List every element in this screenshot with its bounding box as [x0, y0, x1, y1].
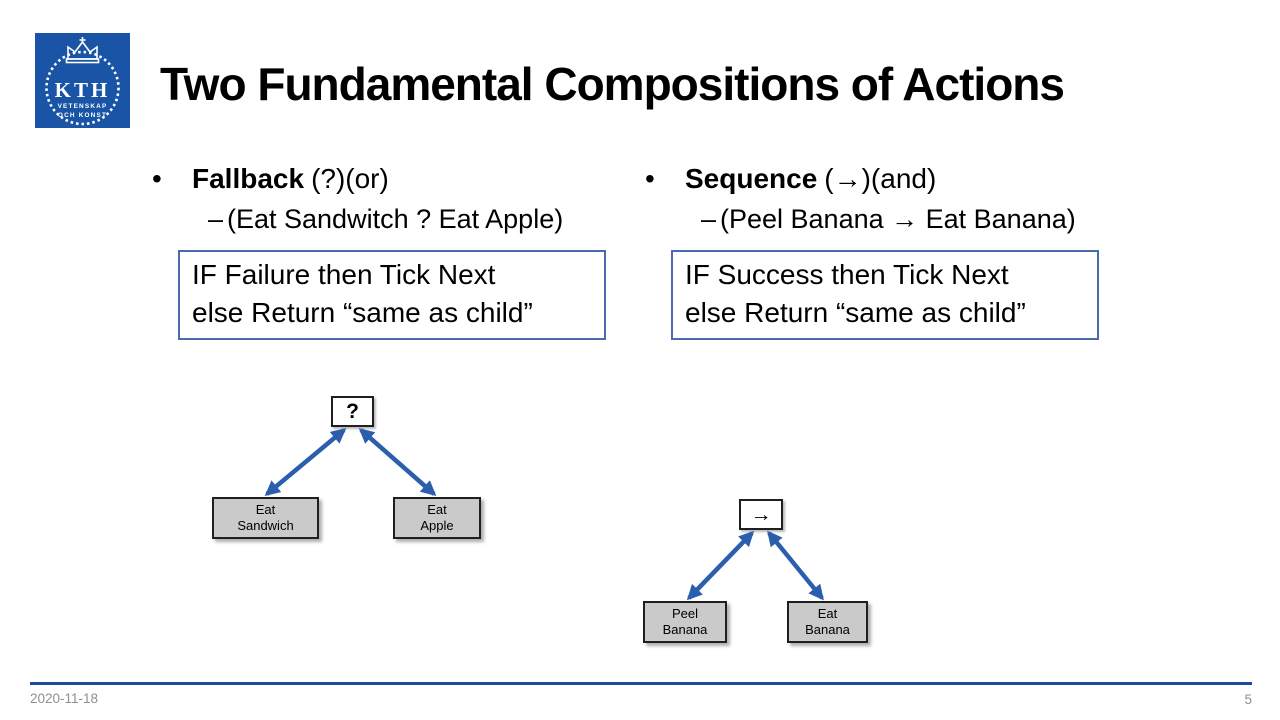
slide-title: Two Fundamental Compositions of Actions — [160, 58, 1065, 110]
sequence-heading: • Sequence(→)(and) — [645, 160, 1123, 197]
sequence-rule-line1: IF Success then Tick Next — [685, 259, 1009, 290]
leaf-label-line2: Banana — [805, 622, 850, 637]
sequence-example-text: (Peel Banana → Eat Banana) — [720, 204, 1076, 234]
sequence-left-edge-arrow — [686, 530, 755, 601]
leaf-label-line2: Apple — [420, 518, 454, 533]
footer-divider — [30, 682, 1252, 685]
sequence-rule-line2: else Return “same as child” — [685, 297, 1026, 328]
leaf-label-line1: Peel — [671, 605, 699, 621]
bullet-marker: • — [152, 163, 162, 194]
leaf-label-line2: Banana — [662, 622, 708, 637]
sequence-rule-box: IF Success then Tick Next else Return “s… — [671, 250, 1099, 340]
sequence-right-edge-arrow — [767, 530, 824, 601]
leaf-label-line1: Eat — [255, 501, 276, 517]
footer-date: 2020-11-18 — [30, 691, 99, 706]
sequence-term-suffix: (→)(and) — [824, 163, 937, 194]
fallback-rule-box: IF Failure then Tick Next else Return “s… — [178, 250, 606, 340]
leaf-eat-banana: Eat Banana — [787, 601, 868, 643]
leaf-eat-apple: Eat Apple — [393, 497, 481, 539]
leaf-label-line1: Eat — [427, 501, 447, 517]
bullet-marker: • — [645, 163, 655, 194]
sequence-column: • Sequence(→)(and) –(Peel Banana → Eat Ba… — [645, 160, 1123, 340]
fallback-rule-line2: else Return “same as child” — [192, 297, 533, 328]
fallback-column: • Fallback(?)(or) –(Eat Sandwitch ? Eat A… — [152, 160, 630, 340]
dash-marker: – — [701, 204, 717, 234]
leaf-eat-sandwich: Eat Sandwich — [212, 497, 319, 539]
leaf-label-line2: Sandwich — [237, 518, 294, 533]
fallback-term: Fallback — [192, 163, 305, 194]
kth-logo: KTH VETENSKAP OCH KONST — [35, 33, 130, 128]
logo-subtext-1: VETENSKAP — [58, 103, 108, 110]
fallback-heading: • Fallback(?)(or) — [152, 160, 630, 197]
logo-subtext-2: OCH KONST — [58, 112, 107, 119]
crown-icon — [65, 37, 100, 64]
fallback-example: –(Eat Sandwitch ? Eat Apple) — [152, 202, 630, 237]
laurel-wreath-icon — [45, 50, 120, 126]
fallback-left-edge-arrow — [264, 428, 347, 496]
dash-marker: – — [208, 204, 224, 234]
fallback-root-node: ? — [331, 396, 374, 427]
sequence-example: –(Peel Banana → Eat Banana) — [645, 202, 1123, 237]
sequence-term: Sequence — [685, 163, 818, 194]
fallback-rule-line1: IF Failure then Tick Next — [192, 259, 496, 290]
logo-acronym: KTH — [55, 78, 111, 102]
fallback-term-suffix: (?)(or) — [311, 163, 389, 194]
fallback-example-text: (Eat Sandwitch ? Eat Apple) — [227, 204, 564, 234]
leaf-label-line1: Eat — [817, 605, 838, 621]
kth-logo-emblem-icon: KTH VETENSKAP OCH KONST — [45, 37, 120, 126]
fallback-right-edge-arrow — [358, 427, 437, 497]
sequence-root-node: → — [739, 499, 783, 530]
page-number: 5 — [1244, 692, 1252, 707]
leaf-peel-banana: Peel Banana — [643, 601, 727, 643]
